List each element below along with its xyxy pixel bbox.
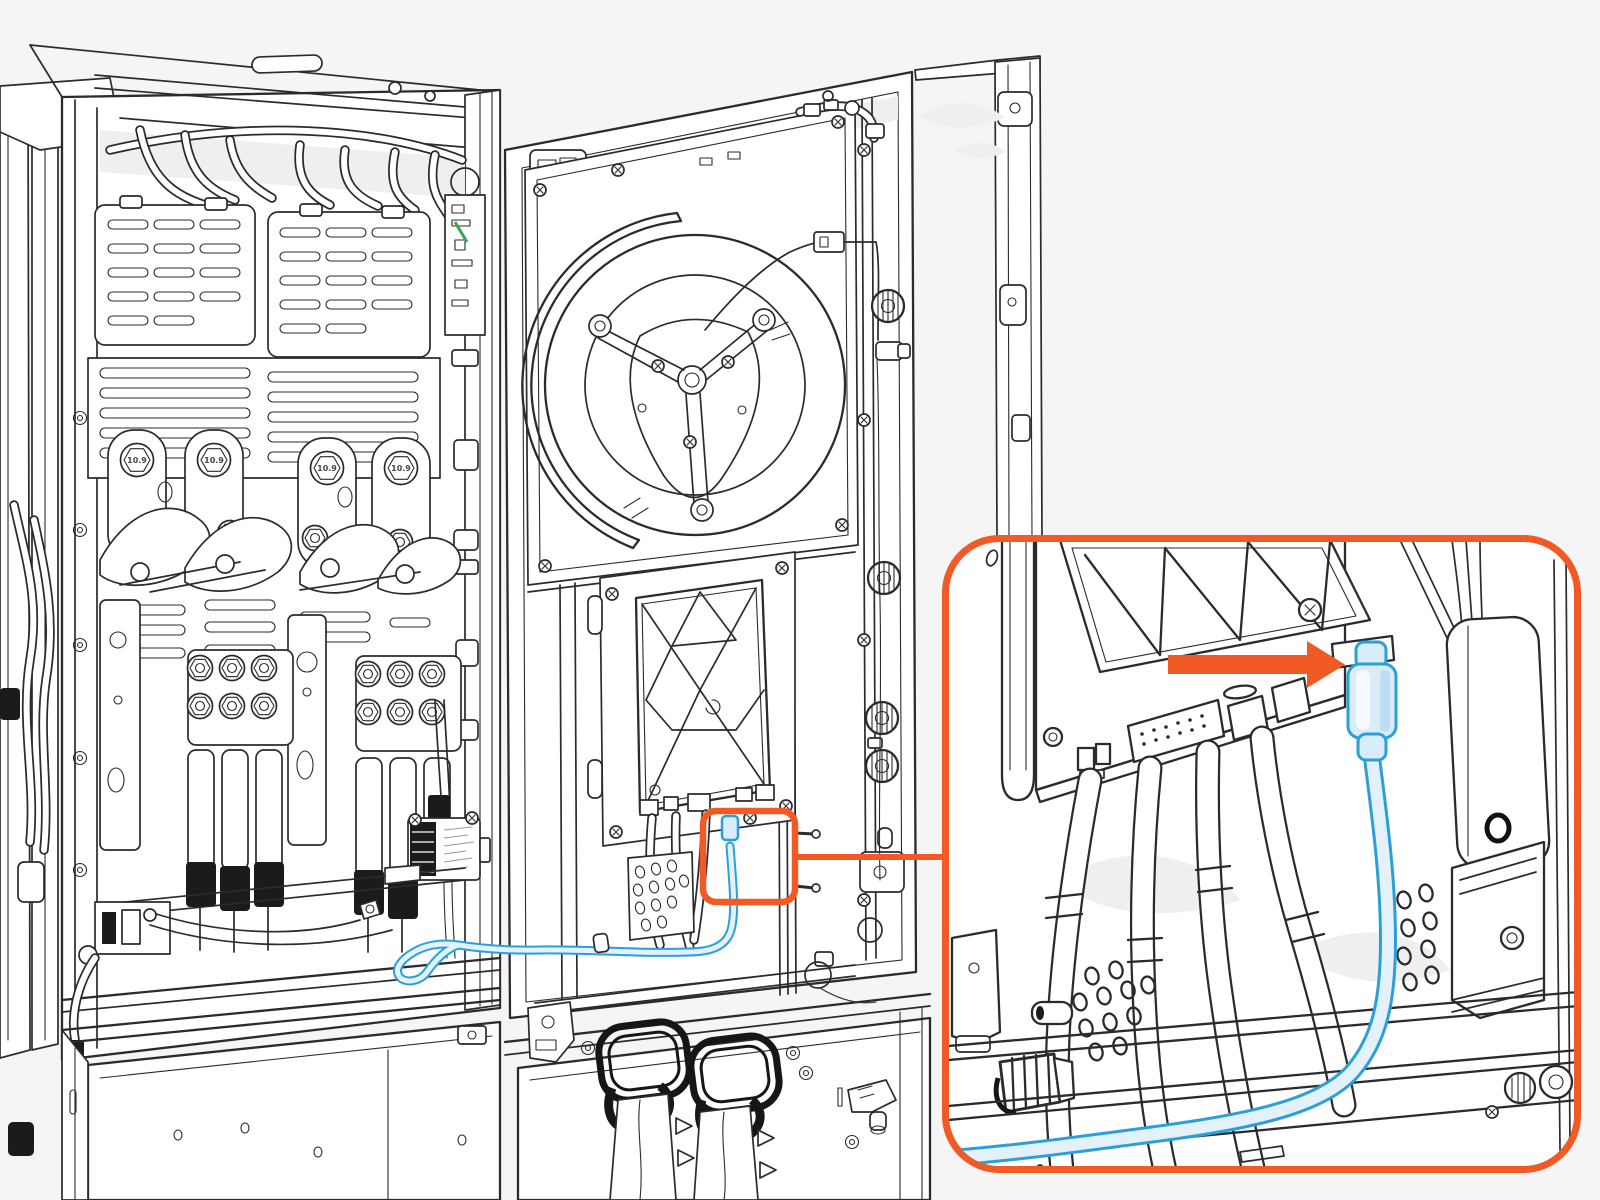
logo-crescent (705, 699, 721, 715)
cabinet-bottom (60, 864, 502, 1060)
door-right-rail (795, 90, 911, 1004)
fan-bracket (588, 308, 791, 522)
fan-mount-plate (524, 104, 859, 586)
bolt-grade-label: 10.9 (391, 464, 411, 473)
hinge-latch (527, 1001, 575, 1063)
board-connectors (639, 784, 775, 825)
clip-bracket (847, 1079, 897, 1113)
usb-service-cable-main (393, 814, 740, 986)
fan-cable (704, 241, 819, 331)
vented-covers (94, 195, 431, 358)
callout-box (942, 535, 1581, 1173)
fan-air-guide (521, 211, 683, 550)
door-knob (866, 560, 902, 596)
usb-plug-small (720, 814, 740, 842)
fan-shroud (543, 233, 847, 537)
door-knob (864, 748, 900, 784)
busbar-terminals: 10.9 10.9 10.9 10.9 (99, 429, 462, 595)
door-frame-post (914, 55, 1043, 541)
usb-cable-highlight (949, 640, 1398, 1166)
cable-clip (592, 932, 610, 954)
source-highlight-box (699, 807, 799, 906)
zoomed-right-assembly (1399, 542, 1571, 1151)
door-knob (864, 700, 900, 736)
perforated-plate (627, 851, 695, 941)
direction-arrow-icon (1168, 641, 1345, 688)
rubber-grommet (1484, 812, 1512, 844)
bolt-grade-label: 10.9 (204, 456, 224, 465)
control-board-bay (527, 551, 856, 1015)
main-cabinet: 10.9 10.9 10.9 10.9 (29, 44, 502, 1200)
callout-content (949, 542, 1574, 1166)
interface-module (407, 699, 491, 959)
left-side-panels (0, 77, 119, 1156)
door (503, 70, 918, 1020)
bolt-grade-label: 10.9 (317, 464, 337, 473)
cabinet-lower-front-panel (60, 986, 502, 1200)
comms-board (444, 167, 486, 741)
fan-assembly (521, 104, 880, 586)
bolt-grade-label: 10.9 (127, 456, 147, 465)
lower-compartment (503, 992, 932, 1200)
triangulated-cover (634, 578, 772, 814)
zoomed-triangulated-brace (1058, 542, 1372, 674)
green-wire (453, 221, 469, 243)
usb-plug-neck (1356, 732, 1388, 762)
fan-connector (813, 231, 845, 253)
zoomed-bottom-hardware (949, 928, 1574, 1166)
door-knob (870, 288, 906, 324)
top-cable-bundle (105, 125, 467, 220)
ac-connector-bodies (609, 1093, 777, 1200)
